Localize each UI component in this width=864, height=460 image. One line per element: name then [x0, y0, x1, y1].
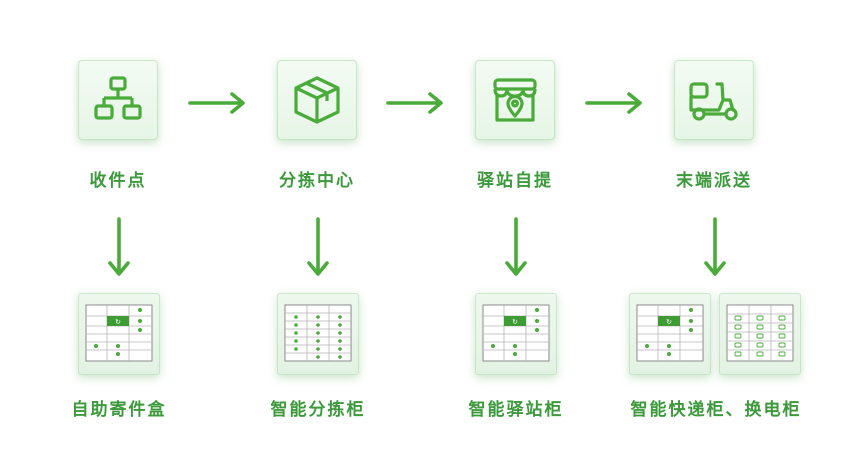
- down-arrow-icon: [307, 217, 329, 276]
- right-arrow-icon: [386, 92, 443, 114]
- step-tile-sorting: [277, 60, 357, 140]
- locker-grid-icon: ↻: [482, 304, 550, 362]
- delivery-scooter-icon: [689, 82, 738, 121]
- network-icon: [94, 76, 142, 120]
- right-arrow-icon: [585, 92, 642, 114]
- down-arrow-icon: [704, 217, 726, 276]
- step-tile-pickup-station: [475, 60, 555, 140]
- svg-text:↻: ↻: [666, 318, 672, 326]
- product-label: 智能快递柜、换电柜: [630, 400, 802, 420]
- step-label: 驿站自提: [477, 171, 553, 191]
- locker-grid-icon: ↻: [636, 304, 704, 362]
- product-tile-sorting-cabinet: [277, 293, 359, 375]
- step-tile-collection: [78, 60, 158, 140]
- down-arrow-icon: [505, 217, 527, 276]
- product-label: 自助寄件盒: [71, 400, 167, 420]
- product-tile-battery-swap-cabinet: [719, 293, 801, 375]
- box-icon: [294, 76, 340, 124]
- right-arrow-icon: [188, 92, 245, 114]
- product-tile-station-cabinet: ↻: [475, 293, 557, 375]
- product-label: 智能驿站柜: [468, 400, 564, 420]
- battery-cabinet-icon: [726, 304, 794, 362]
- step-tile-last-mile: [674, 60, 754, 140]
- store-location-icon: [493, 78, 537, 122]
- down-arrow-icon: [108, 217, 130, 276]
- svg-text:↻: ↻: [512, 318, 518, 326]
- product-label: 智能分拣柜: [270, 400, 366, 420]
- locker-grid-icon: ↻: [85, 304, 153, 362]
- step-label: 分拣中心: [279, 171, 355, 191]
- svg-text:↻: ↻: [115, 318, 121, 326]
- product-tile-parcel-locker: ↻: [629, 293, 711, 375]
- sorting-cabinet-icon: [284, 304, 352, 362]
- step-label: 末端派送: [676, 171, 752, 191]
- product-tile-self-service-box: ↻: [78, 293, 160, 375]
- step-label: 收件点: [89, 171, 147, 191]
